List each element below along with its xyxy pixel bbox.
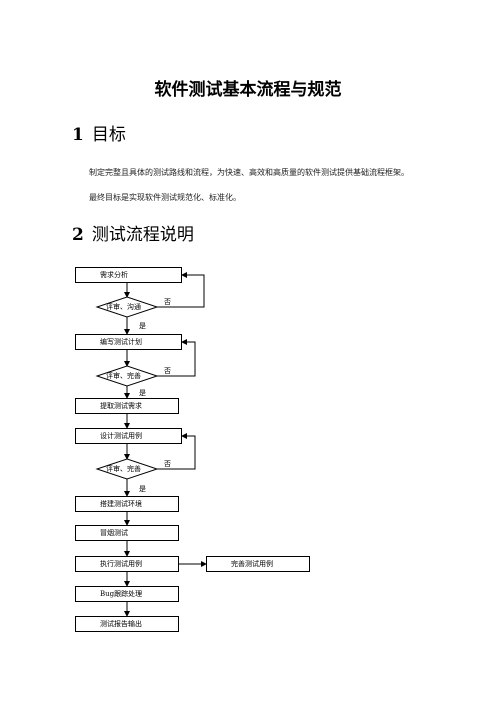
yes-label: 是: [139, 322, 146, 330]
section-number: 2: [72, 225, 84, 245]
no-label: 否: [164, 460, 171, 468]
flow-step-test-report: 测试报告输出: [75, 616, 179, 632]
decision-diamond: [95, 296, 159, 318]
section-heading-2: 2 测试流程说明: [72, 224, 194, 246]
flow-step-setup-environment: 搭建测试环境: [75, 496, 179, 512]
loop-arrow: [157, 339, 196, 377]
decision-label: 评审、完善: [106, 465, 141, 473]
no-label: 否: [164, 367, 171, 375]
flow-step-extract-requirements: 提取测试需求: [75, 398, 179, 414]
paragraph: 制定完整且具体的测试路线和流程，为快速、高效和高质量的软件测试提供基础流程框架。: [89, 168, 409, 177]
flow-step-bug-tracking: Bug跟踪处理: [75, 586, 179, 602]
yes-label: 是: [139, 485, 146, 493]
flow-step-test-plan: 编写测试计划: [75, 334, 182, 350]
decision-diamond: [95, 365, 159, 387]
decision-label: 评审、沟通: [106, 303, 141, 311]
flow-step-smoke-test: 冒烟测试: [75, 525, 179, 541]
decision-diamond: [95, 458, 159, 480]
loop-arrow: [157, 433, 196, 470]
flow-step-refine-test-cases: 完善测试用例: [206, 556, 310, 572]
section-title: 测试流程说明: [91, 225, 194, 245]
flow-step-design-test-cases: 设计测试用例: [75, 428, 182, 444]
flow-step-execute-test-cases: 执行测试用例: [75, 556, 179, 572]
loop-arrow: [157, 272, 205, 308]
section-title: 目标: [91, 125, 126, 145]
document-title: 软件测试基本流程与规范: [154, 80, 342, 100]
section-heading-1: 1 目标: [72, 124, 126, 146]
yes-label: 是: [139, 389, 146, 397]
decision-label: 评审、完善: [106, 372, 141, 380]
section-number: 1: [72, 125, 84, 145]
flow-step-requirement-analysis: 需求分析: [75, 267, 182, 283]
no-label: 否: [164, 298, 171, 306]
paragraph: 最终目标是实现软件测试规范化、标准化。: [89, 193, 241, 202]
